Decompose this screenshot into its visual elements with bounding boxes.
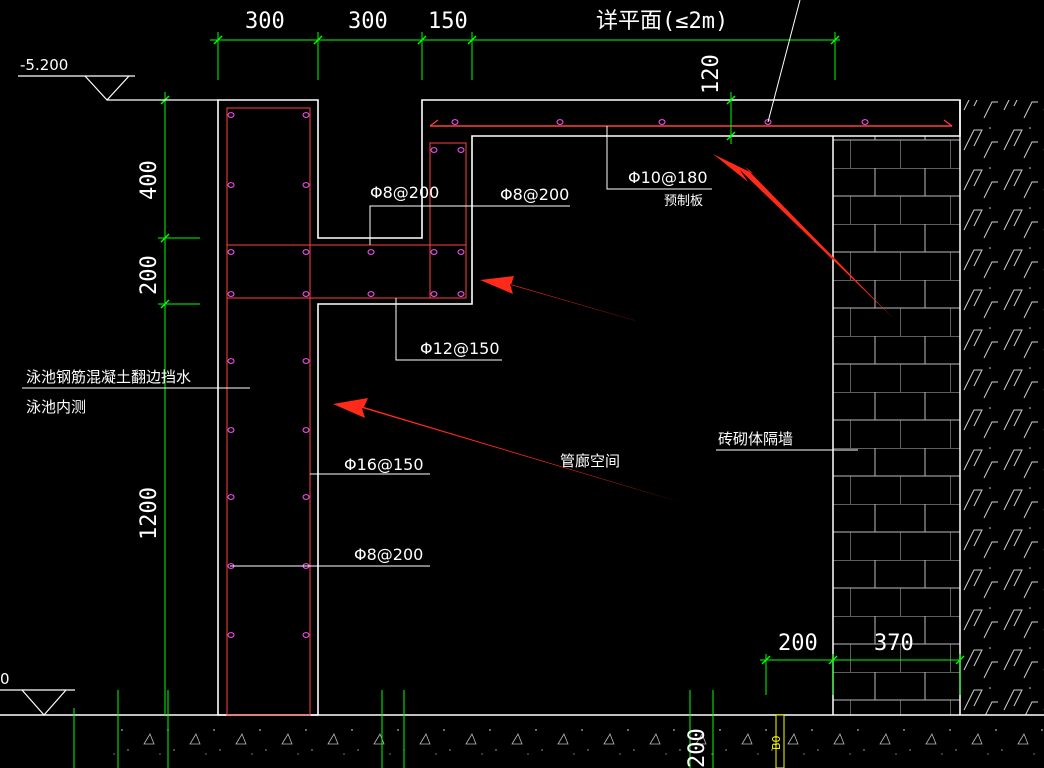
rebar-dot (367, 291, 375, 297)
dim-left-middle: 200 (137, 255, 162, 295)
label-precast-slab: 预制板 (664, 194, 703, 209)
label-top-slab-rebar: Φ10@180 (628, 168, 708, 187)
rebar-dot (861, 119, 869, 125)
level-bottom: 0 (0, 670, 10, 688)
rebar-dot (302, 249, 310, 255)
rebar-dot (430, 291, 438, 297)
rebar-dot (658, 119, 666, 125)
dimension-lines (73, 32, 961, 768)
rebar-dot (227, 358, 235, 364)
rebar-dots (227, 112, 869, 638)
rebar-dot (302, 427, 310, 433)
rebar-dot (457, 147, 465, 153)
dim-top-detail: 详平面(≤2m) (596, 9, 728, 34)
label-brick-wall: 砖砌体隔墙 (718, 430, 793, 448)
rebar-dot (227, 291, 235, 297)
level-markers (0, 75, 218, 716)
rebar-dot (764, 119, 772, 125)
dim-top-2: 300 (348, 9, 388, 34)
rebar-dot (227, 182, 235, 188)
rebar-dot (302, 182, 310, 188)
floor-slab-hatch (110, 715, 1044, 768)
rebar-dot (302, 632, 310, 638)
leader-lines (22, 0, 858, 567)
concrete-outline (217, 99, 961, 716)
dim-bottom-partial: 200 (685, 728, 710, 768)
rebar-dot (227, 632, 235, 638)
label-beam-main-rebar: Φ12@150 (420, 339, 500, 358)
small-tag-box (775, 714, 785, 768)
rebar-dot (302, 358, 310, 364)
rebar-dot (227, 494, 235, 500)
brick-wall-hatch (833, 136, 960, 715)
rebar-dot (227, 249, 235, 255)
dim-bottom-wall: 370 (874, 631, 914, 656)
rebar-dot (556, 119, 564, 125)
rebar-dot (430, 147, 438, 153)
slab-hooks (429, 119, 953, 127)
label-corridor-space: 管廊空间 (560, 452, 620, 470)
dimension-ticks (160, 35, 965, 665)
label-pool-inside: 泳池内测 (26, 398, 86, 416)
dim-bottom-gap: 200 (778, 631, 818, 656)
rebar-dot (302, 494, 310, 500)
rebar-dot (451, 119, 459, 125)
arrow-to-wall (333, 398, 683, 503)
soil-hatch (960, 100, 1044, 715)
small-tag: B0 (770, 735, 783, 750)
rebar-dot (227, 112, 235, 118)
label-pool-wall: 泳池钢筋混凝土翻边挡水 (26, 368, 191, 386)
label-wall-vertical-rebar: Φ16@150 (344, 455, 424, 474)
rebar-dot (302, 291, 310, 297)
annotation-arrows (333, 154, 893, 503)
dim-left-lower: 1200 (137, 487, 162, 540)
rebar-dot (430, 249, 438, 255)
rebar-dot (227, 427, 235, 433)
rebar-dot (457, 291, 465, 297)
level-top: -5.200 (20, 56, 68, 74)
dim-top-1: 300 (245, 9, 285, 34)
rebar-cage (226, 107, 952, 716)
label-upper-stirrup-right: Φ8@200 (500, 185, 569, 204)
label-wall-horizontal-rebar: Φ8@200 (354, 545, 423, 564)
dim-top-3: 150 (428, 9, 468, 34)
arrow-to-beam (480, 276, 647, 324)
label-upper-stirrup: Φ8@200 (370, 183, 439, 202)
dim-slab-thickness: 120 (699, 54, 724, 94)
rebar-dot (302, 112, 310, 118)
rebar-dot (367, 249, 375, 255)
rebar-dot (457, 249, 465, 255)
dim-left-upper: 400 (137, 160, 162, 200)
